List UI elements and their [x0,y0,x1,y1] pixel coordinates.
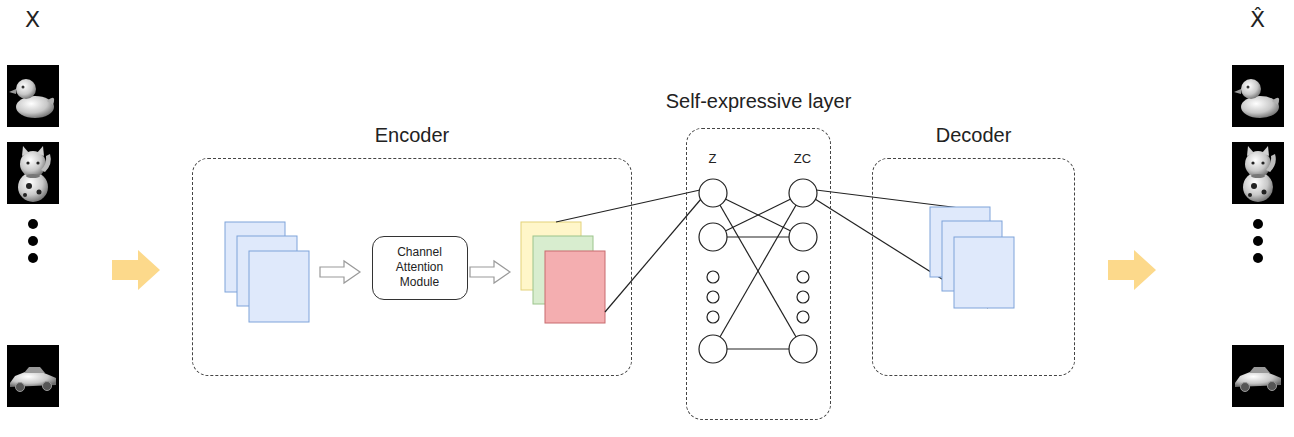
neuron-outline [693,178,733,208]
car-image [1232,345,1284,407]
duck-image [1232,65,1284,127]
hollow-arrow [320,261,360,283]
output-label: X̂ [1250,7,1265,33]
ellipsis-dot [1253,236,1263,246]
neuron-node: Z [693,150,733,208]
module-label: Channel Attention Module [373,245,467,290]
ellipsis-dot [1253,253,1263,263]
hollow-arrow [470,261,510,283]
duck-image [7,65,59,127]
neuron-dot [797,311,809,323]
input-label: X [25,7,40,33]
connection-line [713,193,803,349]
feature-map [545,251,605,323]
neuron [699,335,727,363]
self-expressive-box: Self-expressive layerZZC [686,128,831,420]
encoder-box: EncoderChannel Attention Module [192,158,632,376]
flow-arrow [112,250,160,290]
cat-image [7,142,59,204]
connection-line [816,190,960,208]
box-heading: Encoder [375,124,450,147]
cat-image [1232,142,1284,204]
neuron-dot [797,291,809,303]
connection-line [556,190,700,222]
box-heading: Decoder [936,124,1012,147]
ellipsis-dot [28,253,38,263]
ellipsis-dot [28,236,38,246]
connection-line [713,193,803,237]
neuron-node: ZC [783,150,823,208]
neuron-label: Z [693,151,733,167]
neuron-dot [707,291,719,303]
feature-map [954,237,1014,308]
decoder-box: Decoder [872,158,1075,376]
feature-map [249,251,309,322]
attention-module-box: Channel Attention Module [372,236,468,300]
neuron-dot [707,271,719,283]
flow-arrow [1108,250,1156,290]
car-image [7,345,59,407]
neuron-dot [797,271,809,283]
neuron [699,179,727,207]
ellipsis-dot [1253,219,1263,229]
ellipsis-dot [28,219,38,229]
neuron [699,223,727,251]
neuron [789,223,817,251]
neuron-outline [783,178,823,208]
connection-line [713,193,803,349]
box-heading: Self-expressive layer [666,90,852,113]
neuron [789,179,817,207]
connection-line [713,193,803,237]
neuron-dot [707,311,719,323]
neuron-label: ZC [783,151,823,167]
neuron [789,335,817,363]
